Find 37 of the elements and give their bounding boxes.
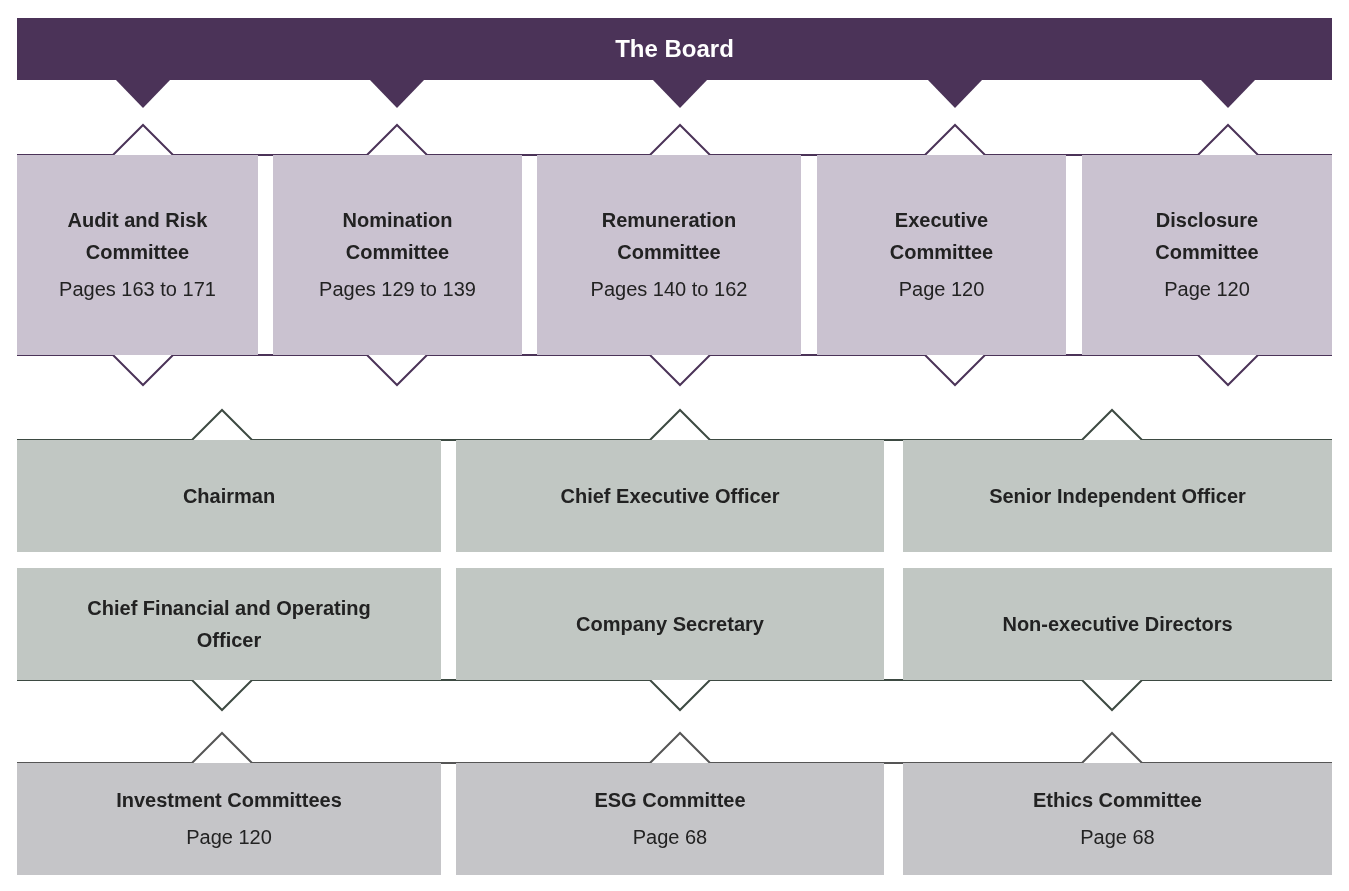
page-reference: Page 68	[1080, 825, 1155, 850]
committee-box	[903, 763, 1332, 875]
role-box	[456, 568, 884, 680]
committee-box	[17, 763, 441, 875]
page-reference: Page 120	[1164, 277, 1250, 302]
role-title: Non-executive Directors	[1002, 612, 1233, 637]
role-title: Senior Independent Officer	[989, 484, 1246, 509]
role-box	[17, 568, 441, 680]
page-reference: Pages 129 to 139	[319, 277, 476, 302]
committee-name: Ethics Committee	[1033, 788, 1202, 813]
page-reference: Pages 140 to 162	[590, 277, 748, 302]
committee-box	[817, 155, 1066, 355]
committee-name: Audit and Risk Committee	[66, 208, 209, 265]
committee-box	[537, 155, 801, 355]
page-reference: Page 68	[632, 825, 708, 850]
committee-name: Nomination Committee	[341, 208, 454, 265]
role-box	[903, 568, 1332, 680]
committee-name: ESG Committee	[594, 788, 746, 813]
role-title: Chief Financial and Operating Officer	[86, 596, 372, 653]
role-title: Chairman	[182, 484, 276, 509]
committee-name: Disclosure Committee	[1154, 208, 1260, 265]
committee-box	[1082, 155, 1332, 355]
committee-box	[273, 155, 522, 355]
committee-name: Investment Committees	[116, 788, 342, 813]
page-reference: Page 120	[186, 825, 272, 850]
role-box	[456, 440, 884, 552]
committee-box	[17, 155, 258, 355]
board-title: The Board	[615, 34, 734, 64]
committee-box	[456, 763, 884, 875]
committee-name: Executive Committee	[888, 208, 995, 265]
page-reference: Pages 163 to 171	[59, 277, 216, 302]
role-title: Company Secretary	[576, 612, 764, 637]
role-box	[903, 440, 1332, 552]
role-title: Chief Executive Officer	[560, 484, 780, 509]
role-box	[17, 440, 441, 552]
page-reference: Page 120	[898, 277, 985, 302]
committee-name: Remuneration Committee	[600, 208, 738, 265]
